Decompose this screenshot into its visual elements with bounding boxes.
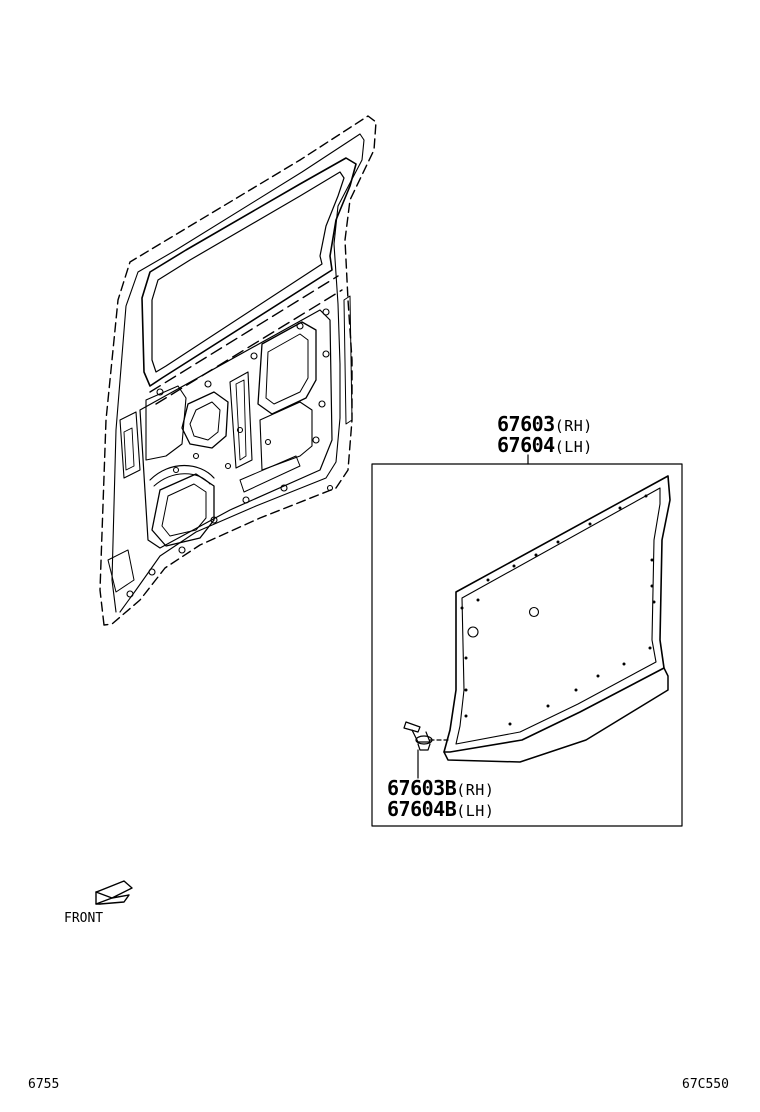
footer-right-code: 67C550 (682, 1077, 729, 1092)
callout-frame (371, 463, 683, 827)
door-trim-board (443, 475, 671, 763)
side-rh-label: (RH) (554, 417, 593, 435)
part-number-clip-lh: 67604B (387, 797, 457, 821)
footer-left-code: 6755 (28, 1077, 60, 1092)
side-rh-label: (RH) (456, 781, 495, 799)
side-lh-label: (LH) (554, 438, 593, 456)
part-number-trim-lh: 67604 (497, 433, 555, 457)
front-arrow-icon (95, 880, 133, 905)
trim-clip (403, 721, 451, 751)
part-number-clip-rh: 67603B (387, 776, 457, 800)
side-lh-label: (LH) (456, 802, 495, 820)
front-label: FRONT (64, 911, 104, 926)
part-number-trim-rh: 67603 (497, 412, 555, 436)
callout-clip-rh: 67603B(RH) (387, 778, 494, 798)
callout-trim-lh: 67604(LH) (497, 435, 593, 455)
callout-trim-rh: 67603(RH) (497, 414, 593, 434)
door-inner-panel (99, 115, 377, 626)
callout-clip-lh: 67604B(LH) (387, 799, 494, 819)
